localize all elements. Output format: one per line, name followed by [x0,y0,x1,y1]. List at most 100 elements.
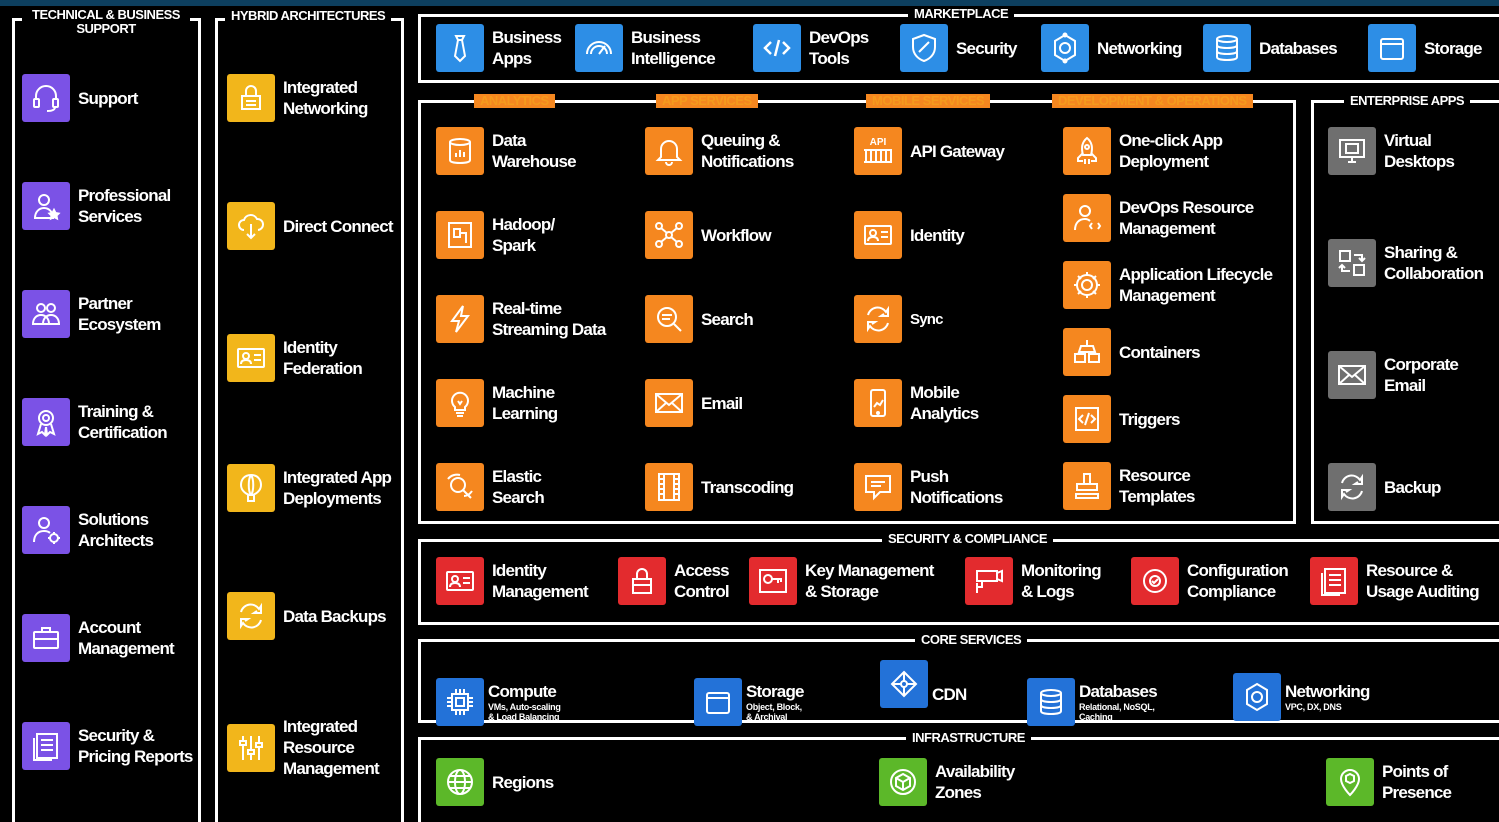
marketplace-item-business-intelligence[interactable]: Business Intelligence [575,24,716,72]
analytics-item-data-warehouse[interactable]: Data Warehouse [436,127,577,175]
app-services-item-transcoding[interactable]: Transcoding [645,463,794,511]
enterprise-item-virtual-desktops[interactable]: Virtual Desktops [1328,127,1455,175]
infrastructure-item-points-of-presence[interactable]: Points of Presence [1326,758,1452,806]
support-item-account-management[interactable]: Account Management [22,614,175,662]
balloon-icon [227,464,275,512]
mobile-services-item-push-notifications[interactable]: Push Notifications [854,463,1003,511]
analytics-item-elastic-search[interactable]: Elastic Search [436,463,545,511]
workflow-nodes-icon [645,211,693,259]
security-compliance-title: SECURITY & COMPLIANCE [882,532,1053,546]
enterprise-item-sharing-collaboration[interactable]: Sharing & Collaboration [1328,239,1484,287]
devops-item-one-click-deployment[interactable]: One-click App Deployment [1063,127,1223,175]
devops-item-triggers[interactable]: Triggers [1063,395,1180,443]
database-icon [1027,677,1075,726]
security-item-resource-auditing[interactable]: Resource & Usage Auditing [1310,557,1480,605]
support-panel-title: TECHNICAL & BUSINESS SUPPORT [22,8,190,36]
hybrid-item-identity-federation[interactable]: Identity Federation [227,334,363,382]
marketplace-item-networking[interactable]: Networking [1041,24,1182,72]
marketplace-item-business-apps[interactable]: Business Apps [436,24,562,72]
app-services-item-email[interactable]: Email [645,379,743,427]
compliance-gear-icon [1131,557,1179,605]
support-item-professional-services[interactable]: Professional Services [22,182,171,230]
mobile-services-item-identity[interactable]: Identity [854,211,965,259]
lightning-icon [436,295,484,343]
support-item-partner-ecosystem[interactable]: Partner Ecosystem [22,290,161,338]
analytics-item-machine-learning[interactable]: Machine Learning [436,379,558,427]
app-services-item-label: Transcoding [701,477,794,497]
core-item-label: Networking [1285,682,1370,701]
storage-box-icon [694,677,742,726]
support-item-training-certification[interactable]: Training & Certification [22,398,168,446]
mobile-services-item-sync[interactable]: Sync [854,295,943,343]
person-star-icon [22,182,70,230]
marketplace-item-security[interactable]: Security [900,24,1017,72]
devops-item-resource-management[interactable]: DevOps Resource Management [1063,194,1254,242]
hybrid-item-label: Integrated App Deployments [283,468,392,508]
report-document-icon [22,722,70,770]
app-services-item-label: Queuing & Notifications [701,131,794,171]
hybrid-item-data-backups[interactable]: Data Backups [227,592,387,640]
marketplace-item-label: Databases [1259,38,1338,58]
core-item-sublabel: VPC, DX, DNS [1285,702,1342,712]
app-services-item-workflow[interactable]: Workflow [645,211,772,259]
code-trigger-icon [1063,395,1111,443]
enterprise-item-corporate-email[interactable]: Corporate Email [1328,351,1459,399]
lifecycle-cycle-icon [1063,261,1111,309]
briefcase-icon [22,614,70,662]
hybrid-panel [215,18,404,822]
marketplace-item-label: Business Intelligence [631,28,716,68]
core-item-compute[interactable]: Compute VMs, Auto-scaling & Load Balanci… [436,660,561,743]
analytics-item-real-time-streaming[interactable]: Real-time Streaming Data [436,295,606,343]
audit-document-icon [1310,557,1358,605]
database-icon [1203,24,1251,72]
analytics-item-hadoop-spark[interactable]: Hadoop/ Spark [436,211,555,259]
hybrid-item-integrated-app-deployments[interactable]: Integrated App Deployments [227,464,392,512]
core-item-cdn[interactable]: CDN [880,660,967,708]
marketplace-item-label: Networking [1097,38,1182,58]
marketplace-item-databases[interactable]: Databases [1203,24,1338,72]
core-item-text: Networking VPC, DX, DNS [1285,660,1370,733]
security-item-key-management[interactable]: Key Management & Storage [749,557,934,605]
infrastructure-item-regions[interactable]: Regions [436,758,554,806]
hybrid-item-integrated-networking[interactable]: Integrated Networking [227,74,368,122]
hybrid-item-label: Direct Connect [283,216,394,236]
enterprise-item-backup[interactable]: Backup [1328,463,1441,511]
devops-item-resource-templates[interactable]: Resource Templates [1063,462,1195,510]
marketplace-item-label: Storage [1424,38,1482,58]
hybrid-panel-title: HYBRID ARCHITECTURES [225,9,392,23]
mobile-services-item-api-gateway[interactable]: API API Gateway [854,127,1005,175]
security-item-configuration-compliance[interactable]: Configuration Compliance [1131,557,1289,605]
security-item-access-control[interactable]: Access Control [618,557,730,605]
app-services-item-search[interactable]: Search [645,295,754,343]
support-item-support[interactable]: Support [22,74,138,122]
core-item-databases[interactable]: Databases Relational, NoSQL, Caching [1027,660,1158,743]
mobile-services-item-mobile-analytics[interactable]: Mobile Analytics [854,379,979,427]
headset-icon [22,74,70,122]
marketplace-panel-title: MARKETPLACE [908,7,1015,21]
lightbulb-icon [436,379,484,427]
app-services-section-title: APP SERVICES [656,94,758,108]
shield-icon [900,24,948,72]
support-item-solutions-architects[interactable]: Solutions Architects [22,506,154,554]
person-gear-icon [22,506,70,554]
support-item-security-pricing-reports[interactable]: Security & Pricing Reports [22,722,193,770]
hybrid-item-direct-connect[interactable]: Direct Connect [227,202,394,250]
sliders-icon [227,723,275,772]
devops-item-containers[interactable]: Containers [1063,328,1201,376]
hybrid-item-label: Identity Federation [283,338,363,378]
app-services-item-queuing[interactable]: Queuing & Notifications [645,127,794,175]
infrastructure-item-availability-zones[interactable]: Availability Zones [879,758,1015,806]
devops-item-application-lifecycle[interactable]: Application Lifecycle Management [1063,261,1273,309]
marketplace-item-storage[interactable]: Storage [1368,24,1482,72]
envelope-icon [645,379,693,427]
core-item-storage[interactable]: Storage Object, Block, & Archival [694,660,804,743]
devops-item-label: Application Lifecycle Management [1119,265,1273,305]
core-item-sublabel: Relational, NoSQL, Caching [1079,702,1155,722]
mobile-analytics-icon [854,379,902,427]
core-item-networking[interactable]: Networking VPC, DX, DNS [1233,660,1370,733]
person-code-icon [1063,194,1111,242]
hybrid-item-integrated-resource-management[interactable]: Integrated Resource Management [227,716,380,779]
security-item-monitoring-logs[interactable]: Monitoring & Logs [965,557,1102,605]
security-item-identity-management[interactable]: Identity Management [436,557,589,605]
marketplace-item-devops-tools[interactable]: DevOps Tools [753,24,869,72]
